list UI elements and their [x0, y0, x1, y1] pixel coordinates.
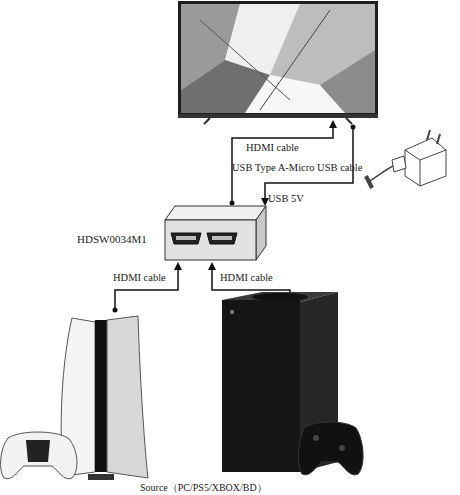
tv-screen	[181, 4, 375, 113]
box-top	[165, 206, 266, 220]
arrow-head	[329, 120, 337, 128]
xbox-controller	[298, 422, 363, 475]
tv-stand	[204, 118, 352, 124]
arrow-head	[261, 198, 269, 206]
screen-art	[200, 20, 290, 100]
model-name: HDSW0034M1	[77, 233, 147, 246]
ps5-wing	[107, 316, 148, 478]
power-adapter-edge	[405, 150, 446, 160]
port-pins	[212, 236, 232, 240]
cable-label: HDMI cable	[246, 142, 299, 154]
cable-label: HDMI cable	[113, 272, 166, 284]
arrow-head	[174, 262, 182, 270]
usb-plug	[392, 156, 406, 172]
power-adapter	[405, 138, 446, 186]
switch-box: HDSW0034M1	[163, 205, 267, 261]
xbox-button	[230, 310, 234, 314]
screen-art	[260, 10, 330, 110]
ps5-stand	[88, 474, 114, 480]
wire-dot	[113, 308, 118, 313]
cable-label: USB 5V	[268, 193, 304, 205]
ps5-controller-core	[26, 440, 50, 462]
thumbstick	[339, 445, 345, 451]
port-pins	[176, 236, 196, 240]
xbox-front	[222, 300, 300, 472]
ps5-core	[95, 320, 107, 472]
ps5-controller	[1, 432, 77, 479]
power-adapter-edge	[420, 160, 421, 186]
wire-dot	[351, 125, 356, 130]
box-side	[256, 206, 266, 260]
cable-label: HDMI cable	[220, 272, 273, 284]
xbox-vent	[252, 293, 308, 301]
wire-dot	[230, 201, 235, 206]
hdmi-port	[207, 233, 237, 244]
plug-prong	[427, 130, 440, 144]
tv-bezel	[178, 114, 378, 118]
cable-label: USB Type A-Micro USB cable	[232, 162, 362, 174]
hdmi-port	[171, 233, 201, 244]
box-outline	[163, 205, 267, 261]
thumbstick	[313, 435, 319, 441]
screen-art	[320, 50, 375, 113]
box-front	[165, 220, 256, 260]
caption: Source（PC/PS5/XBOX/BD）	[140, 482, 267, 494]
tv-frame	[178, 1, 378, 117]
arrow-head	[208, 262, 216, 270]
cable-plug	[366, 176, 372, 188]
power-cable	[368, 166, 393, 182]
